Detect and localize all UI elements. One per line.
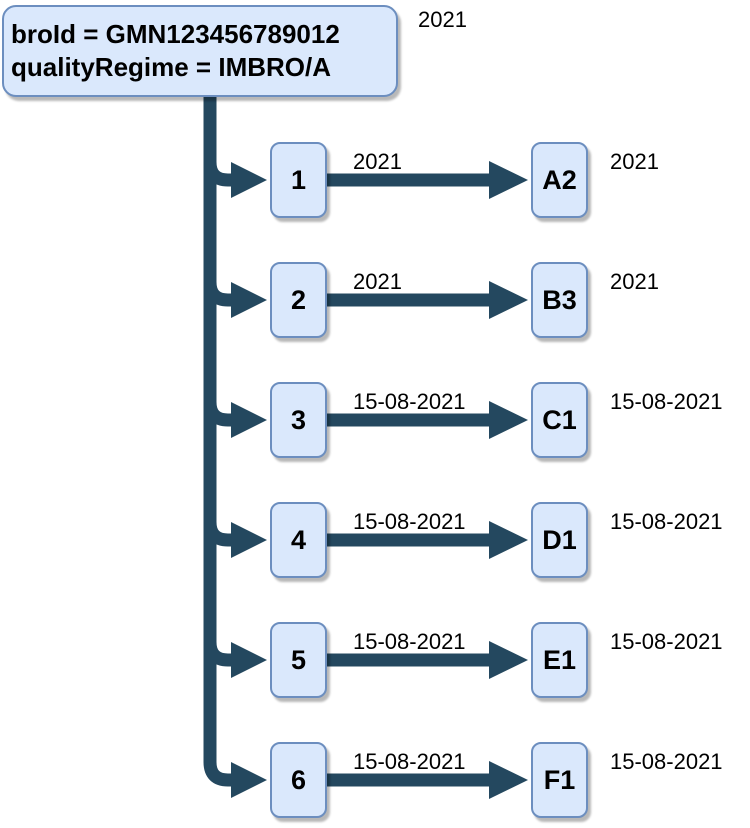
branch-arrowhead-icon — [231, 162, 267, 198]
branch-connector-2 — [203, 250, 232, 307]
edge-arrowhead-icon — [489, 641, 528, 679]
source-node-4: 4 — [270, 502, 327, 578]
root-node-line2: qualityRegime = IMBRO/A — [11, 52, 331, 82]
edge-label-2: 2021 — [353, 269, 402, 294]
target-node-6: F1 — [531, 742, 588, 818]
target-node-3: C1 — [531, 382, 588, 458]
target-annotation-2: 2021 — [610, 269, 659, 294]
trunk-connector — [203, 96, 232, 787]
source-node-6: 6 — [270, 742, 327, 818]
source-node-2: 2 — [270, 262, 327, 338]
target-annotation-4: 15-08-2021 — [610, 509, 723, 534]
branch-arrowhead-icon — [231, 282, 267, 318]
target-node-1: A2 — [531, 142, 588, 218]
edge-arrowhead-icon — [489, 761, 528, 799]
edge-label-4: 15-08-2021 — [353, 509, 466, 534]
target-node-4: D1 — [531, 502, 588, 578]
branch-connector-1 — [203, 130, 232, 187]
edge-label-6: 15-08-2021 — [353, 749, 466, 774]
target-annotation-3: 15-08-2021 — [610, 389, 723, 414]
branch-connector-3 — [203, 370, 232, 427]
source-node-3: 3 — [270, 382, 327, 458]
branch-arrowhead-icon — [231, 402, 267, 438]
edge-label-3: 15-08-2021 — [353, 389, 466, 414]
target-node-2: B3 — [531, 262, 588, 338]
edge-arrowhead-icon — [489, 401, 528, 439]
edge-arrowhead-icon — [489, 281, 528, 319]
target-annotation-1: 2021 — [610, 149, 659, 174]
edge-label-5: 15-08-2021 — [353, 629, 466, 654]
source-node-5: 5 — [270, 622, 327, 698]
branch-connector-5 — [203, 610, 232, 667]
target-annotation-5: 15-08-2021 — [610, 629, 723, 654]
branch-arrowhead-icon — [231, 762, 267, 798]
edge-arrowhead-icon — [489, 161, 528, 199]
source-node-1: 1 — [270, 142, 327, 218]
target-annotation-6: 15-08-2021 — [610, 749, 723, 774]
edge-label-1: 2021 — [353, 149, 402, 174]
edge-arrowhead-icon — [489, 521, 528, 559]
branch-connector-4 — [203, 490, 232, 547]
root-annotation: 2021 — [418, 7, 467, 32]
branch-arrowhead-icon — [231, 642, 267, 678]
root-node-line1: broId = GMN123456789012 — [11, 19, 340, 49]
root-node: broId = GMN123456789012 qualityRegime = … — [2, 5, 398, 97]
branch-arrowhead-icon — [231, 522, 267, 558]
target-node-5: E1 — [531, 622, 588, 698]
